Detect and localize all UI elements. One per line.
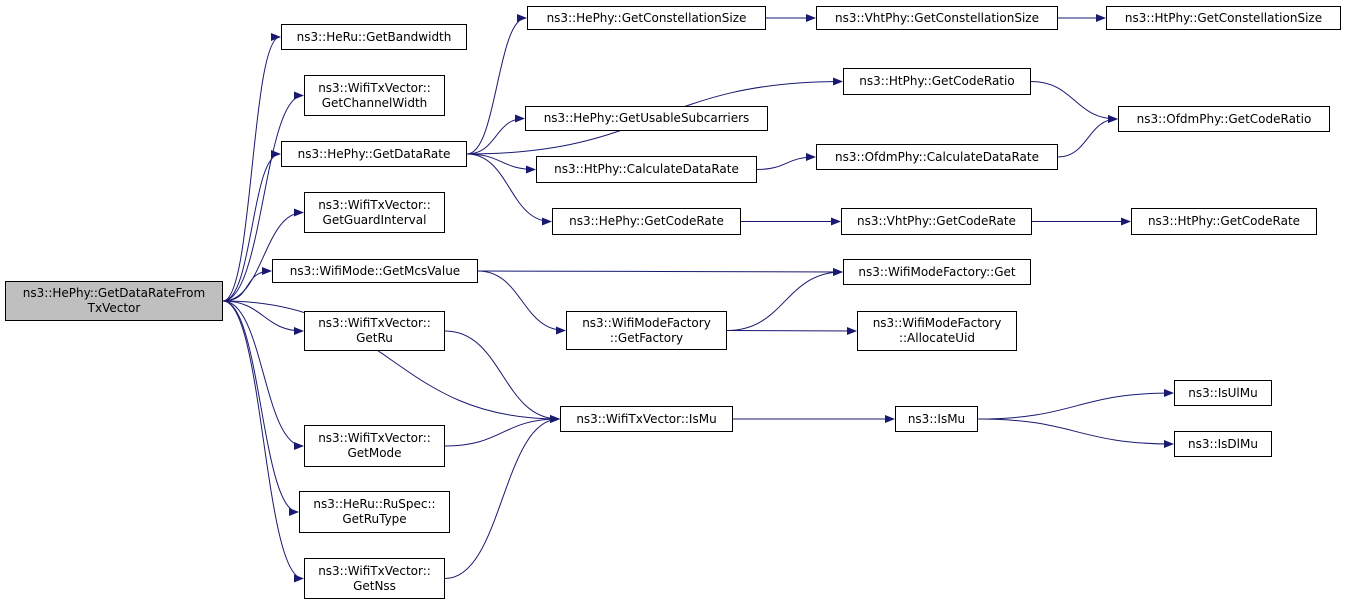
call-edge-root-to-txv-getguardinterval: [222, 208, 304, 302]
node-label-line: ns3::IsDlMu: [1188, 436, 1258, 451]
call-edge-hephy-getdatarate-to-htphy-calculatedatarate: [466, 153, 536, 174]
function-node-ns3-ismu[interactable]: ns3::IsMu: [895, 406, 978, 432]
function-node-txv-getchannelwidth[interactable]: ns3::WifiTxVector::GetChannelWidth: [304, 75, 445, 116]
call-edge-root-to-txv-getru: [222, 300, 304, 335]
node-label-line: ns3::WifiModeFactory::Get: [858, 264, 1016, 279]
call-edge-ns3-ismu-to-ns3-isdlmu: [977, 418, 1174, 448]
node-label-line: GetMode: [347, 446, 402, 460]
node-label-line: ns3::VhtPhy::GetCodeRate: [857, 214, 1016, 228]
call-edge-root-to-wifimode-getmcsvalue: [222, 267, 272, 302]
function-node-vhtphy-getcoderate[interactable]: ns3::VhtPhy::GetCodeRate: [841, 208, 1032, 235]
function-node-ns3-isdlmu[interactable]: ns3::IsDlMu: [1174, 431, 1272, 457]
function-node-ofdmphy-calculatedatarate[interactable]: ns3::OfdmPhy::CalculateDataRate: [816, 144, 1058, 170]
node-label-line: ns3::HtPhy::GetConstellationSize: [1124, 10, 1323, 25]
function-node-wmf-getfactory[interactable]: ns3::WifiModeFactory::GetFactory: [566, 311, 727, 350]
node-label-line: ns3::HtPhy::CalculateDataRate: [554, 162, 739, 176]
function-node-htphy-getcoderatio[interactable]: ns3::HtPhy::GetCodeRatio: [843, 68, 1031, 95]
call-edge-wifimode-getmcsvalue-to-wmf-get: [477, 267, 843, 276]
node-label-line: ns3::OfdmPhy::GetCodeRatio: [1136, 111, 1312, 126]
node-label-line: ns3::WifiTxVector::: [318, 431, 431, 445]
call-edge-root-to-txv-getmode: [222, 300, 304, 450]
node-label-line: ns3::HePhy::GetCodeRate: [569, 214, 724, 228]
function-node-txv-getru[interactable]: ns3::WifiTxVector::GetRu: [304, 311, 445, 351]
function-node-txv-getnss[interactable]: ns3::WifiTxVector::GetNss: [304, 558, 445, 599]
function-node-htphy-getcoderate[interactable]: ns3::HtPhy::GetCodeRate: [1131, 208, 1317, 235]
node-label-line: ns3::WifiTxVector::: [318, 316, 431, 330]
node-label-line: ns3::IsMu: [907, 411, 966, 426]
function-node-wmf-get[interactable]: ns3::WifiModeFactory::Get: [843, 259, 1031, 285]
call-edge-root-to-txv-getnss: [222, 300, 304, 583]
call-edge-hephy-getdatarate-to-hephy-getconstellationsize: [466, 14, 527, 155]
function-node-hephy-getdatarate[interactable]: ns3::HePhy::GetDataRate: [281, 141, 467, 167]
function-node-ofdmphy-getcoderatio[interactable]: ns3::OfdmPhy::GetCodeRatio: [1118, 106, 1330, 132]
call-edge-root-to-txv-ismu: [222, 300, 560, 423]
call-edge-wmf-getfactory-to-wmf-allocateuid: [726, 326, 857, 335]
function-node-ns3-isulmu[interactable]: ns3::IsUlMu: [1174, 380, 1272, 406]
function-node-htphy-getconstellationsize[interactable]: ns3::HtPhy::GetConstellationSize: [1106, 6, 1341, 30]
node-label-line: ns3::WifiTxVector::IsMu: [576, 411, 717, 426]
call-edge-root-to-heru-rutype: [222, 300, 299, 516]
node-label-line: ns3::WifiModeFactory: [582, 315, 711, 330]
node-label-line: GetGuardInterval: [322, 212, 427, 227]
function-node-heru-rutype[interactable]: ns3::HeRu::RuSpec::GetRuType: [299, 491, 450, 533]
call-edge-hephy-getdatarate-to-hephy-getcoderate: [466, 153, 552, 226]
node-label-line: ns3::IsUlMu: [1188, 385, 1258, 400]
call-edge-root-to-heru-getbandwidth: [222, 33, 281, 302]
node-label-line: ns3::WifiMode::GetMcsValue: [289, 263, 461, 278]
function-node-hephy-getcoderate[interactable]: ns3::HePhy::GetCodeRate: [552, 208, 741, 235]
function-node-txv-ismu[interactable]: ns3::WifiTxVector::IsMu: [560, 406, 733, 432]
call-edge-htphy-getcoderatio-to-ofdmphy-getcoderatio: [1030, 81, 1118, 123]
node-label-line: ns3::HePhy::GetDataRate: [297, 146, 451, 161]
node-label-line: GetRuType: [342, 512, 407, 526]
function-node-vhtphy-getconstellationsize[interactable]: ns3::VhtPhy::GetConstellationSize: [816, 6, 1058, 30]
function-node-txv-getguardinterval[interactable]: ns3::WifiTxVector::GetGuardInterval: [304, 192, 445, 233]
function-node-heru-getbandwidth[interactable]: ns3::HeRu::GetBandwidth: [281, 24, 467, 50]
call-edge-txv-getnss-to-txv-ismu: [444, 415, 560, 579]
call-edge-hephy-getdatarate-to-hephy-getusablesubcarriers: [466, 114, 525, 155]
call-edge-root-to-hephy-getdatarate: [222, 150, 281, 302]
call-edge-root-to-txv-getchannelwidth: [222, 91, 304, 302]
node-label-line: ns3::WifiTxVector::: [318, 563, 431, 578]
call-edge-txv-getmode-to-txv-ismu: [444, 415, 560, 447]
function-node-hephy-getconstellationsize[interactable]: ns3::HePhy::GetConstellationSize: [527, 6, 766, 30]
node-label-line: ns3::WifiModeFactory: [872, 316, 1002, 330]
function-node-txv-getmode[interactable]: ns3::WifiTxVector::GetMode: [304, 425, 445, 467]
node-label-line: GetRu: [356, 331, 393, 345]
node-label-line: ns3::HePhy::GetUsableSubcarriers: [543, 111, 750, 125]
node-label-line: ns3::HtPhy::GetCodeRate: [1147, 214, 1301, 228]
node-label-line: ns3::OfdmPhy::CalculateDataRate: [835, 149, 1039, 164]
call-edge-htphy-calculatedatarate-to-ofdmphy-calculatedatarate: [756, 153, 816, 170]
call-edge-txv-getru-to-txv-ismu: [444, 330, 560, 423]
node-label-line: ns3::WifiTxVector::: [318, 80, 431, 95]
call-edge-wmf-getfactory-to-wmf-get: [726, 268, 843, 331]
node-label-line: ns3::HePhy::GetDataRateFrom: [22, 286, 206, 300]
call-edge-ns3-ismu-to-ns3-isulmu: [977, 389, 1174, 420]
node-label-line: TxVector: [87, 301, 141, 315]
node-label-line: ::AllocateUid: [898, 331, 976, 345]
function-node-hephy-getusablesubcarriers[interactable]: ns3::HePhy::GetUsableSubcarriers: [525, 106, 768, 131]
node-label-line: GetChannelWidth: [321, 95, 428, 110]
call-edge-wifimode-getmcsvalue-to-wmf-getfactory: [477, 270, 566, 335]
function-node-wmf-allocateuid[interactable]: ns3::WifiModeFactory::AllocateUid: [857, 311, 1017, 351]
node-label-line: ns3::VhtPhy::GetConstellationSize: [835, 10, 1039, 25]
node-label-line: ns3::HeRu::GetBandwidth: [296, 29, 452, 44]
node-label-line: ns3::WifiTxVector::: [318, 197, 431, 212]
node-label-line: ns3::HeRu::RuSpec::: [313, 497, 436, 511]
function-node-wifimode-getmcsvalue[interactable]: ns3::WifiMode::GetMcsValue: [272, 259, 478, 283]
call-edge-ofdmphy-calculatedatarate-to-ofdmphy-getcoderatio: [1057, 115, 1118, 158]
node-label-line: ::GetFactory: [609, 330, 684, 345]
function-node-htphy-calculatedatarate[interactable]: ns3::HtPhy::CalculateDataRate: [536, 156, 757, 183]
node-label-line: ns3::HePhy::GetConstellationSize: [546, 10, 747, 25]
node-label-line: ns3::HtPhy::GetCodeRatio: [859, 74, 1015, 88]
node-label-line: GetNss: [353, 578, 396, 593]
